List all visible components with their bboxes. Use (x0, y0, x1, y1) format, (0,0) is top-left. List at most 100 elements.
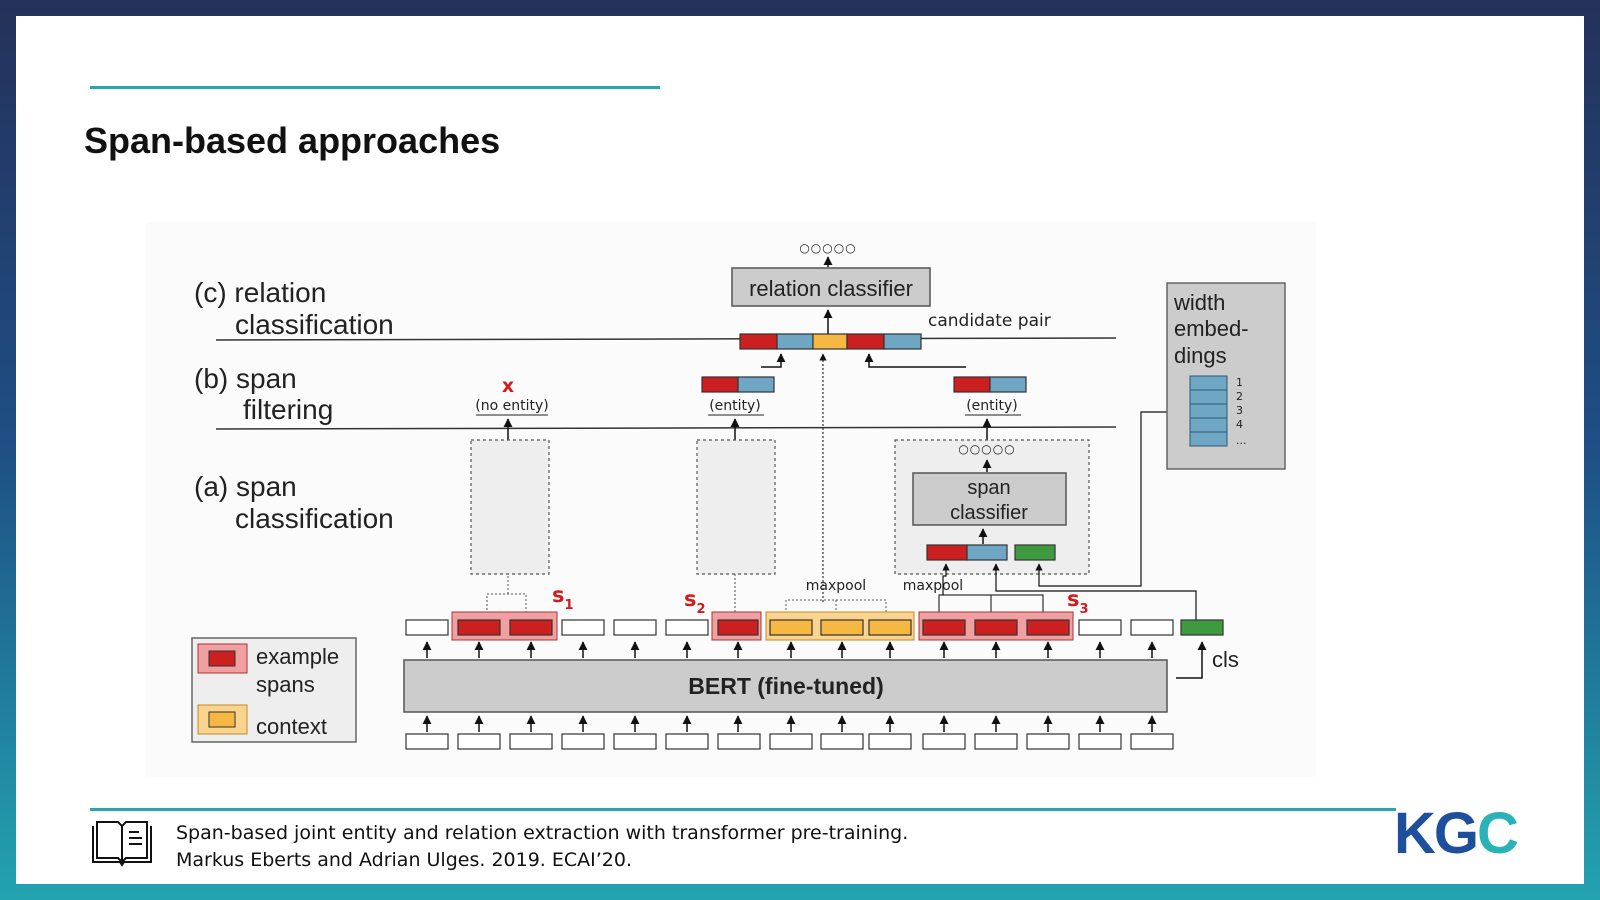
stage-c-label-2: classification (235, 309, 394, 340)
relation-classifier-box (731, 267, 931, 307)
logo-part-2: C (1477, 801, 1519, 866)
output-token (717, 619, 759, 636)
cp-segment (739, 333, 778, 350)
cls-token (1180, 619, 1224, 636)
output-token (613, 619, 657, 636)
candidate-pair-label: candidate pair (928, 311, 1051, 331)
span-label-s1: s1 (552, 583, 574, 613)
legend-context-label: context (256, 714, 327, 739)
output-token (665, 619, 709, 636)
span-classifier-inner (912, 472, 1067, 526)
logo-part-1: KG (1394, 801, 1479, 866)
span-classifier-box-1 (470, 439, 550, 575)
input-token (922, 733, 966, 750)
entity-vector-2 (953, 376, 1027, 393)
output-token (405, 619, 449, 636)
cp-segment (883, 333, 922, 350)
width-emb-index-more: ... (1236, 434, 1247, 447)
output-token (509, 619, 553, 636)
input-token (509, 733, 553, 750)
span-classifier-label-1: span (967, 477, 1010, 499)
footer-rule (90, 808, 1396, 811)
output-token (1130, 619, 1174, 636)
stage-a-label-1: (a) span (194, 471, 297, 502)
legend-example-label-1: example (256, 644, 339, 669)
span-classifier-box-2 (696, 439, 776, 575)
span-label-s3: s3 (1067, 587, 1089, 617)
bert-output-tokens (405, 619, 1224, 636)
arrow-maxpool-to-span (942, 563, 950, 595)
input-token (974, 733, 1018, 750)
stage-c-label-1: (c) relation (194, 277, 326, 308)
legend-span-swatch (208, 650, 236, 667)
cp-segment (846, 333, 885, 350)
input-token (457, 733, 501, 750)
output-token (868, 619, 912, 636)
maxpool-context-label: maxpool (806, 578, 866, 594)
width-emb-index-2: 2 (1236, 390, 1243, 403)
relation-outputs: ○○○○○ (799, 241, 856, 255)
citation: Span-based joint entity and relation ext… (176, 820, 908, 874)
bert-output-arrows (422, 641, 1157, 658)
width-emb-label-1: width (1173, 290, 1225, 315)
legend-example-label-2: spans (256, 672, 315, 697)
relation-classifier-label: relation classifier (749, 276, 913, 301)
input-token (1078, 733, 1122, 750)
cp-segment (812, 333, 848, 350)
citation-line-2: Markus Eberts and Adrian Ulges. 2019. EC… (176, 849, 632, 871)
slide: Span-based approaches (c) relation class… (16, 16, 1584, 884)
legend-context-swatch (208, 711, 236, 728)
book-icon (90, 820, 154, 873)
width-emb-stack (1189, 375, 1228, 447)
output-token (820, 619, 864, 636)
span-repr-vector (926, 544, 1056, 561)
stage-b-label-2: filtering (243, 394, 333, 425)
no-entity-label: (no entity) (475, 398, 548, 414)
stage-b-label-1: (b) span (194, 363, 297, 394)
span1-link (486, 593, 527, 622)
span-diagram: (c) relation classification (b) span fil… (146, 222, 1316, 777)
page-title: Span-based approaches (84, 120, 501, 161)
kgc-logo: KGC (1394, 800, 1519, 867)
entity-label-2: (entity) (966, 398, 1018, 414)
span-label-s2: s2 (684, 587, 706, 617)
arrow-entity2-to-pair (864, 353, 966, 368)
output-token (1078, 619, 1122, 636)
citation-line-1: Span-based joint entity and relation ext… (176, 822, 909, 844)
separator-b (215, 426, 1117, 430)
entity-vector-1 (701, 376, 775, 393)
legend-context-swatch-bg (197, 704, 248, 735)
width-emb-label-3: dings (1174, 343, 1227, 368)
bert-label: BERT (fine-tuned) (688, 673, 883, 699)
input-token (613, 733, 657, 750)
width-emb-index-1: 1 (1236, 376, 1243, 389)
input-token (868, 733, 912, 750)
width-emb-label-2: embed- (1174, 316, 1249, 341)
no-entity-mark: x (502, 375, 514, 397)
separator-c (215, 337, 1117, 341)
input-token (665, 733, 709, 750)
output-token (457, 619, 501, 636)
arrow-width-emb (1035, 411, 1174, 587)
input-tokens (405, 733, 1174, 750)
cls-label: cls (1212, 647, 1239, 672)
arrow-cls-token (1176, 641, 1207, 679)
span-classifier-label-2: classifier (950, 502, 1028, 524)
maxpool-span-label: maxpool (903, 578, 963, 594)
input-token (717, 733, 761, 750)
arrow-entity1-to-pair (761, 353, 786, 368)
output-token (561, 619, 605, 636)
candidate-pair-vector (739, 333, 922, 350)
bert-input-arrows (422, 715, 1157, 732)
output-token (769, 619, 813, 636)
output-token (1026, 619, 1070, 636)
width-emb-index-3: 3 (1236, 404, 1243, 417)
input-token (561, 733, 605, 750)
cp-segment (776, 333, 814, 350)
output-token (974, 619, 1018, 636)
arrow-cls (992, 563, 1197, 622)
input-token (769, 733, 813, 750)
input-token (405, 733, 449, 750)
span-outputs: ○○○○○ (958, 442, 1015, 456)
input-token (1130, 733, 1174, 750)
